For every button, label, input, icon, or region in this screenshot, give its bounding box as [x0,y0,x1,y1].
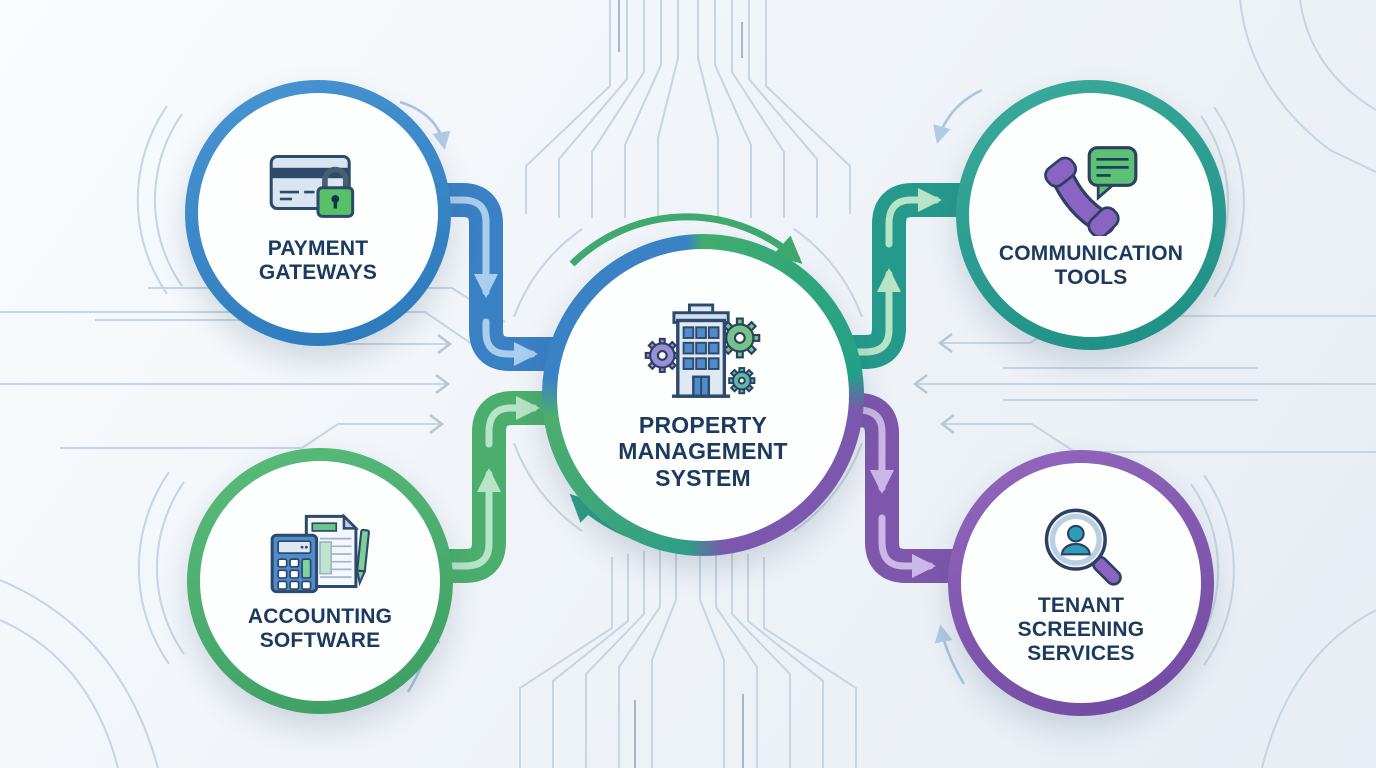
node-label-accounting-software: ACCOUNTING SOFTWARE [248,605,392,653]
node-label-payment-gateways: PAYMENT GATEWAYS [259,237,377,285]
label-line: SOFTWARE [259,629,381,652]
node-label-communication-tools: COMMUNICATION TOOLS [999,242,1183,290]
label-line: PAYMENT [267,237,369,261]
trace-arrow-chevrons [429,333,955,434]
node-payment-gateways-body: PAYMENT GATEWAYS [198,93,438,333]
label-line: GATEWAYS [258,261,378,284]
node-tenant-screening-services: TENANT SCREENING SERVICES [948,450,1214,716]
label-line: SERVICES [1027,641,1135,665]
label-line: TENANT [1037,594,1125,618]
phone-chat-bubble-icon [1044,146,1138,237]
label-line: SYSTEM [655,464,751,491]
label-line: ACCOUNTING [247,605,393,629]
node-label-tenant-screening-services: TENANT SCREENING SERVICES [1018,594,1145,666]
label-line: TOOLS [1054,266,1128,289]
node-label-property-management-system: PROPERTY MANAGEMENT SYSTEM [618,412,787,491]
label-line: SCREENING [1017,618,1145,642]
circuit-stub-lines [618,0,744,768]
node-property-management-system: PROPERTY MANAGEMENT SYSTEM [542,234,864,556]
label-line: MANAGEMENT [618,438,788,465]
building-gears-icon [644,303,761,399]
calculator-ledger-icon [270,513,370,594]
node-communication-tools-body: COMMUNICATION TOOLS [969,93,1213,337]
node-communication-tools: COMMUNICATION TOOLS [956,80,1226,350]
credit-card-lock-icon [269,155,355,218]
label-line: COMMUNICATION [998,242,1184,266]
node-accounting-software: ACCOUNTING SOFTWARE [187,448,453,714]
node-accounting-software-body: ACCOUNTING SOFTWARE [200,461,440,701]
connectors [398,183,980,583]
node-tenant-screening-services-body: TENANT SCREENING SERVICES [961,463,1201,703]
magnifier-person-icon [1044,508,1122,586]
node-payment-gateways: PAYMENT GATEWAYS [185,80,451,346]
label-line: PROPERTY [638,412,768,439]
node-property-management-system-body: PROPERTY MANAGEMENT SYSTEM [557,249,849,541]
